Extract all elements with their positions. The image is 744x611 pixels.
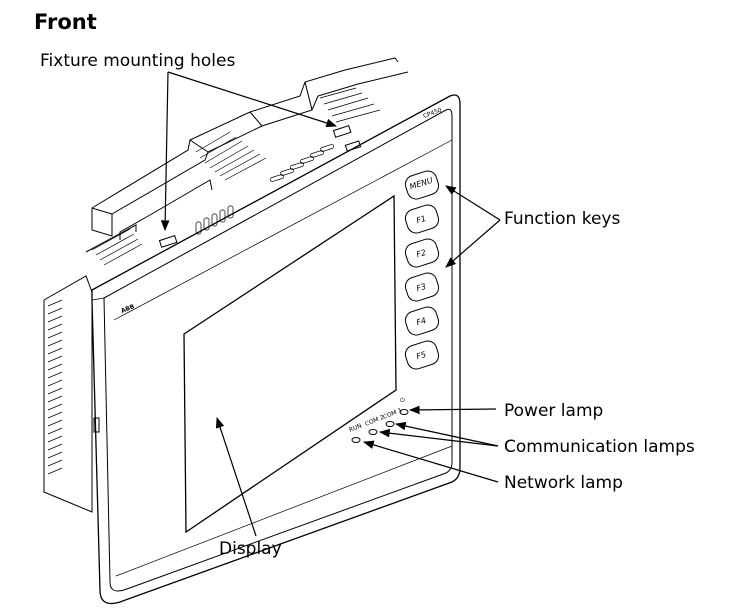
left-top-vents (91, 228, 143, 266)
arrow-power-lamp (408, 405, 497, 415)
com2-lamp (368, 429, 378, 435)
key-f3: F3 (404, 272, 440, 302)
svg-text:RUN: RUN (348, 422, 363, 433)
front-bezel (91, 94, 461, 605)
arrow-mounting-hole-left (160, 71, 170, 232)
side-vents (47, 299, 63, 475)
arrow-function-key-f3 (445, 219, 501, 268)
function-key-stack: MENU F1 F2 F3 F4 F5 (404, 170, 440, 370)
mounting-hole-left (158, 235, 178, 248)
com1-lamp (385, 421, 395, 427)
arrow-network-lamp (362, 440, 499, 483)
key-menu: MENU (404, 170, 440, 200)
arrow-display (215, 416, 257, 537)
arrow-com2-lamp (378, 428, 499, 447)
svg-text:F1: F1 (415, 214, 427, 226)
label-power-lamp: Power lamp (504, 401, 603, 421)
arrow-com1-lamp (394, 421, 499, 447)
svg-text:F4: F4 (415, 316, 427, 328)
svg-text:COM 1: COM 1 (382, 407, 403, 421)
label-mounting-holes: Fixture mounting holes (40, 51, 235, 71)
power-lamp (399, 409, 409, 415)
logo: ABB (120, 303, 136, 315)
rear-tab-left (91, 207, 113, 237)
label-communication-lamps: Communication lamps (504, 437, 695, 457)
svg-text:MENU: MENU (409, 176, 435, 192)
svg-text:F2: F2 (415, 248, 427, 260)
display-screen (183, 194, 397, 534)
svg-text:⏻: ⏻ (400, 397, 405, 404)
key-f2: F2 (404, 238, 440, 268)
label-function-keys: Function keys (504, 209, 620, 229)
svg-text:F5: F5 (415, 350, 427, 362)
page-title: Front (34, 10, 97, 34)
network-lamp (351, 437, 361, 443)
mounting-hole-right (344, 140, 362, 152)
arrow-mounting-hole-right (167, 71, 338, 128)
callout-lines (160, 71, 501, 537)
key-f1: F1 (404, 204, 440, 234)
key-f5: F5 (404, 340, 440, 370)
label-display: Display (219, 539, 282, 559)
svg-text:F3: F3 (415, 282, 427, 294)
device-illustration: MENU F1 F2 F3 F4 F5 CP4 (43, 57, 461, 605)
arrow-function-key-menu (445, 185, 501, 221)
key-f4: F4 (404, 306, 440, 336)
top-slots (195, 144, 335, 235)
side-clip (93, 417, 100, 433)
label-network-lamp: Network lamp (504, 473, 623, 493)
mounting-hole-upper (332, 125, 352, 138)
top-vents (195, 87, 381, 181)
